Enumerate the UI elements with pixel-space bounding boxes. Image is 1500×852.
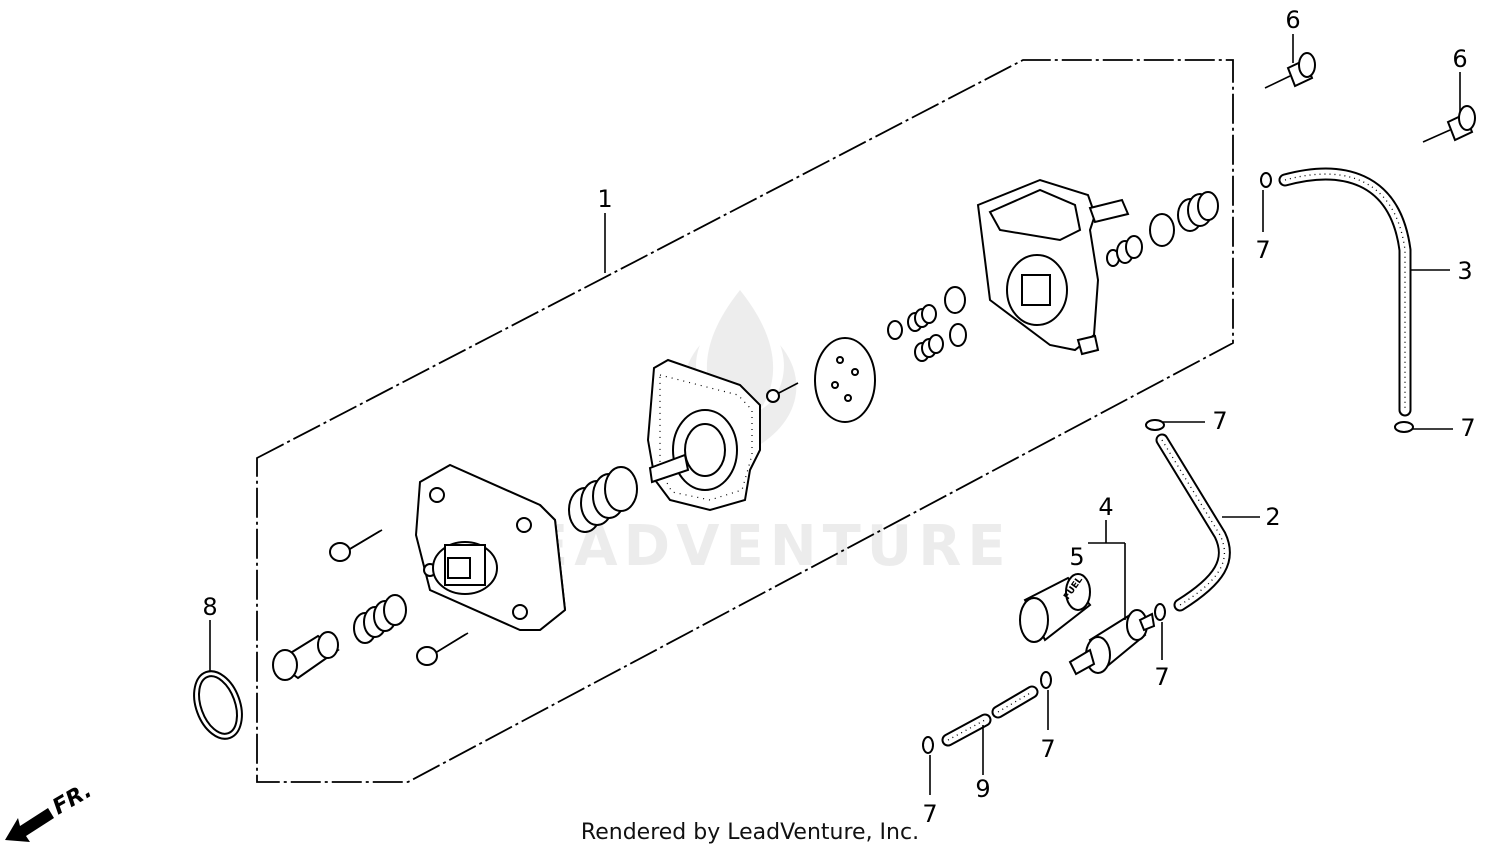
callout-7-upper: 7 (1255, 236, 1270, 264)
clip-7-upper (1260, 172, 1272, 188)
assembly-frame (256, 59, 1234, 783)
leader-lines (209, 34, 1461, 795)
callout-9: 9 (975, 775, 990, 803)
valve-plate (814, 337, 876, 423)
fuel-pump-4 (1068, 609, 1156, 676)
callout-3: 3 (1457, 257, 1472, 285)
pump-cover (414, 463, 567, 631)
valve-small-right (1106, 235, 1143, 267)
check-valve-upper (887, 286, 966, 340)
pump-body (976, 178, 1130, 356)
callout-7-bottom: 7 (922, 800, 937, 828)
front-label: FR. (49, 778, 97, 820)
callout-8: 8 (202, 593, 217, 621)
callout-1: 1 (597, 185, 612, 213)
hose-9-right (991, 685, 1039, 719)
screw-small (766, 382, 799, 403)
hose-9-left (941, 713, 992, 747)
footer-credit: Rendered by LeadVenture, Inc. (580, 820, 920, 845)
clip-7-middle (1040, 671, 1052, 689)
hose-2 (1155, 433, 1231, 612)
callouts: 1 2 3 4 5 6 6 7 7 7 7 7 7 8 9 (202, 6, 1475, 828)
spring-large (568, 466, 638, 533)
clip-7-pump-right (1154, 603, 1166, 621)
clip-7-hose3-bottom (1394, 421, 1414, 433)
callout-7-hose2-top: 7 (1212, 407, 1227, 435)
front-arrow-icon (5, 808, 54, 842)
callout-7-pump-right: 7 (1154, 663, 1169, 691)
spring-small-left (353, 594, 407, 644)
callout-6-upper: 6 (1285, 6, 1300, 34)
connector-5: FUEL (1019, 573, 1092, 643)
check-valve-lower (914, 323, 967, 362)
o-ring-8 (193, 670, 243, 740)
watermark-text: LEADVENTURE (488, 514, 1011, 579)
callout-7-hose3-bottom: 7 (1460, 414, 1475, 442)
callout-4: 4 (1098, 493, 1113, 521)
valve-cap-right (1177, 191, 1219, 232)
bolt-lower-left (416, 632, 469, 666)
clip-7-hose2-top (1145, 419, 1165, 431)
bolt-6-lower (1422, 105, 1476, 143)
plunger-pin (272, 631, 340, 681)
bolt-upper-left (329, 529, 383, 562)
hose-3 (1278, 167, 1412, 417)
clip-7-bottom-left (922, 736, 934, 754)
o-ring-right (1149, 213, 1175, 247)
callout-5: 5 (1069, 543, 1084, 571)
diaphragm (646, 358, 761, 512)
callout-6-lower: 6 (1452, 45, 1467, 73)
callout-7-middle: 7 (1040, 735, 1055, 763)
bolt-6-upper (1264, 52, 1316, 89)
callout-2: 2 (1265, 503, 1280, 531)
